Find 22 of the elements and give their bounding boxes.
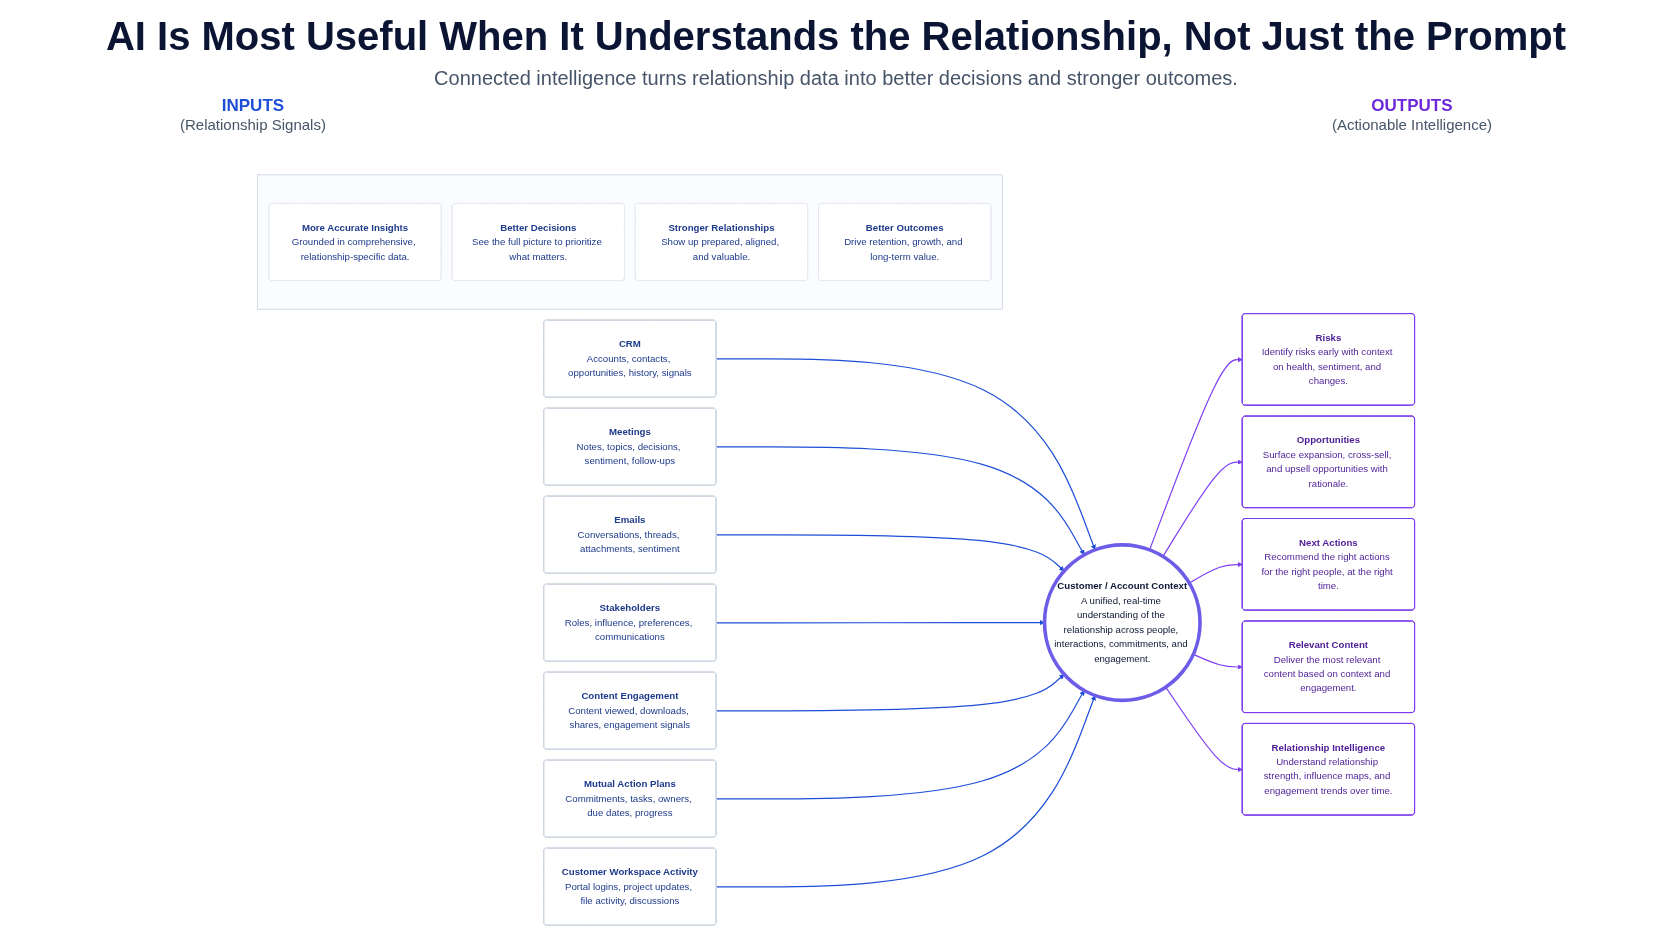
title: AI Is Most Useful When It Understands the Relationship, Not Just the Prompt bbox=[105, 14, 1567, 59]
section-heading: INPUTS bbox=[221, 96, 285, 116]
arrow bbox=[715, 358, 1096, 551]
arrow bbox=[1162, 459, 1243, 557]
arrow bbox=[1149, 357, 1243, 551]
arrow bbox=[715, 695, 1096, 888]
section-subheading: (Actionable Intelligence) bbox=[1331, 116, 1492, 133]
arrow bbox=[1188, 561, 1243, 584]
subtitle: Connected intelligence turns relationship data into better decisions and stronger outcomes. bbox=[434, 67, 1238, 90]
arrow bbox=[715, 690, 1085, 800]
arrow bbox=[1165, 686, 1243, 773]
arrow bbox=[715, 674, 1065, 712]
node-text: Stronger Relationships Show up prepared, aligned, and valuable. bbox=[661, 222, 780, 262]
node-text: Better Decisions See the full picture to prioritize what matters. bbox=[472, 222, 602, 262]
arrow bbox=[715, 446, 1085, 556]
section-heading: OUTPUTS bbox=[1371, 96, 1453, 116]
node-text: More Accurate Insights Grounded in comprehensive, relationship-specific data. bbox=[291, 222, 416, 262]
node-circle: Customer / Account Context A unified, real-time understanding of the relationship across people, interactions, commitments, and engagement. bbox=[1042, 543, 1202, 703]
section-subheading: (Relationship Signals) bbox=[180, 116, 326, 133]
cluster bbox=[256, 174, 1003, 310]
arrow bbox=[715, 534, 1065, 572]
node-text: Better Outcomes Drive retention, growth, and long-term value. bbox=[844, 222, 963, 262]
